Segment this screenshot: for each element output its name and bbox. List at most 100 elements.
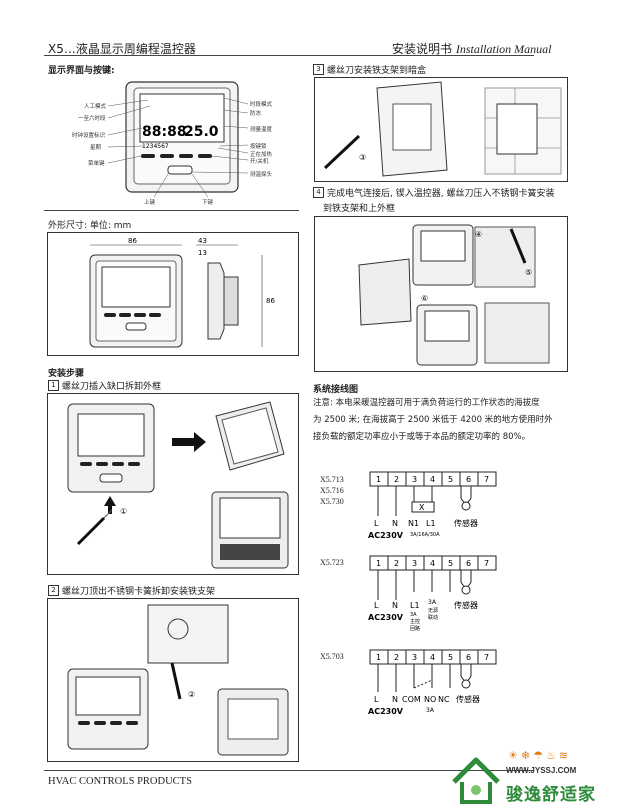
dimensions-box: 86 43 13 86 [47,232,299,356]
footer-rule [44,770,534,771]
key-1 [141,154,155,158]
brand-url: WWW.JYSSJ.COM [506,766,577,775]
d2-models: X5.723 [320,558,344,567]
display-section-title: 显示界面与按键: [48,66,115,76]
lcd-days: 1234567 [142,143,169,150]
d3-label-no: NO [424,695,436,704]
terminal-number: 5 [448,559,453,568]
terminal-number: 6 [466,653,471,662]
d1-label-l: L [374,519,379,528]
label-week: 星期 [90,145,102,151]
brand-icons: ☀❄☂♨≋ [508,749,572,762]
manual-title: 安装说明书 Installation Manual [392,42,552,56]
screwdriver3-icon [323,134,361,170]
d1-sensor: 传感器 [454,518,478,528]
d1-supply: AC230V [368,531,404,540]
display-rule [44,210,299,211]
label-key-lock: 按键锁 [250,144,267,150]
d2-label-l: L [374,601,379,610]
label-period: 一至六时段 [78,116,106,122]
arrow-right-icon [172,432,206,452]
terminal-box [477,649,497,665]
terminal-number: 4 [430,475,435,484]
step1-box: ① [47,393,299,575]
lcd-time: 88:88 [142,124,187,140]
footer-text: HVAC CONTROLS PRODUCTS [48,776,192,787]
step4-mark-6: ⑥ [421,294,428,303]
d3-label-l: L [374,695,379,704]
terminal-number: 3 [412,653,417,662]
terminal-box [477,471,497,487]
d2-sub3: 回路 [410,625,420,632]
dim-width: 86 [128,237,137,245]
d2-sensor: 传感器 [454,600,478,610]
d2-sub4: 无源 [428,607,438,614]
label-heating: 正在加热 [250,152,273,158]
terminal-number: 3 [412,475,417,484]
key-4 [198,154,212,158]
terminal-number: 1 [376,559,381,568]
d3-supply: AC230V [368,707,404,716]
terminal-number: 5 [448,653,453,662]
install-title: 安装步骤 [48,369,85,379]
terminal-number: 6 [466,559,471,568]
step3-mark: ③ [359,153,366,162]
terminal-number: 6 [466,475,471,484]
terminal-number: 7 [484,475,489,484]
header-rule [44,55,534,56]
brand-logo [452,757,500,804]
key-2 [160,154,174,158]
d3-label-nc: NC [438,695,450,704]
step2-mark: ② [188,690,195,699]
label-up-key: 上键 [144,200,156,206]
terminal-number: 5 [448,475,453,484]
key-3 [179,154,193,158]
d2-sub1: 3A [410,612,417,618]
terminal-number: 1 [376,475,381,484]
terminal-number: 4 [430,653,435,662]
terminal-number: 2 [394,559,399,568]
d3-models: X5.703 [320,652,344,661]
wiring-note: 注意: 本电采暖温控器可用于满负荷运行的工作状态的海拔度 为 2500 米; 在… [313,398,553,442]
d2-label-3a: 3A [428,599,437,606]
label-antifreeze: 防冻 [250,111,262,117]
d1-x-mark: X [419,503,425,512]
doc-title: X5…液晶显示周编程温控器 [48,42,196,56]
d3-rating: 3A [426,707,435,714]
d2-sub2: 主控 [410,618,420,625]
arrow-up-icon [104,496,116,514]
d1-label-l1: L1 [426,519,436,528]
step1-mark: ① [120,507,127,516]
d1-rating: 3A/16A/30A [410,532,440,538]
d3-sensor: 传感器 [456,694,480,704]
label-clock: 时钟设置标识 [72,133,106,139]
d2-supply: AC230V [368,613,404,622]
sensor-probe [167,165,193,175]
step4-mark-5: ⑤ [525,268,532,277]
label-menu-key: 菜单键 [88,161,105,167]
label-measured-temp: 测量温度 [250,127,273,133]
dim-depth: 43 [198,237,207,245]
terminal-number: 2 [394,475,399,484]
d3-label-com: COM [402,695,421,704]
terminal-box [477,555,497,571]
label-power: 开/关机 [250,159,269,165]
label-manual-mode: 人工模式 [84,104,107,110]
d3-label-n: N [392,695,398,704]
step4-box: ④ ⑤ ⑥ [314,216,568,372]
dim-height: 86 [266,297,275,305]
step4-mark-4: ④ [475,230,482,239]
d2-label-n: N [392,601,398,610]
d2-label-l1: L1 [410,601,420,610]
label-down-key: 下键 [202,200,214,206]
display-diagram: 88:88 25.0 1234567 [107,81,249,198]
terminal-number: 4 [430,559,435,568]
terminal-number: 3 [412,559,417,568]
dimensions-title: 外形尺寸: 单位: mm [48,221,132,231]
